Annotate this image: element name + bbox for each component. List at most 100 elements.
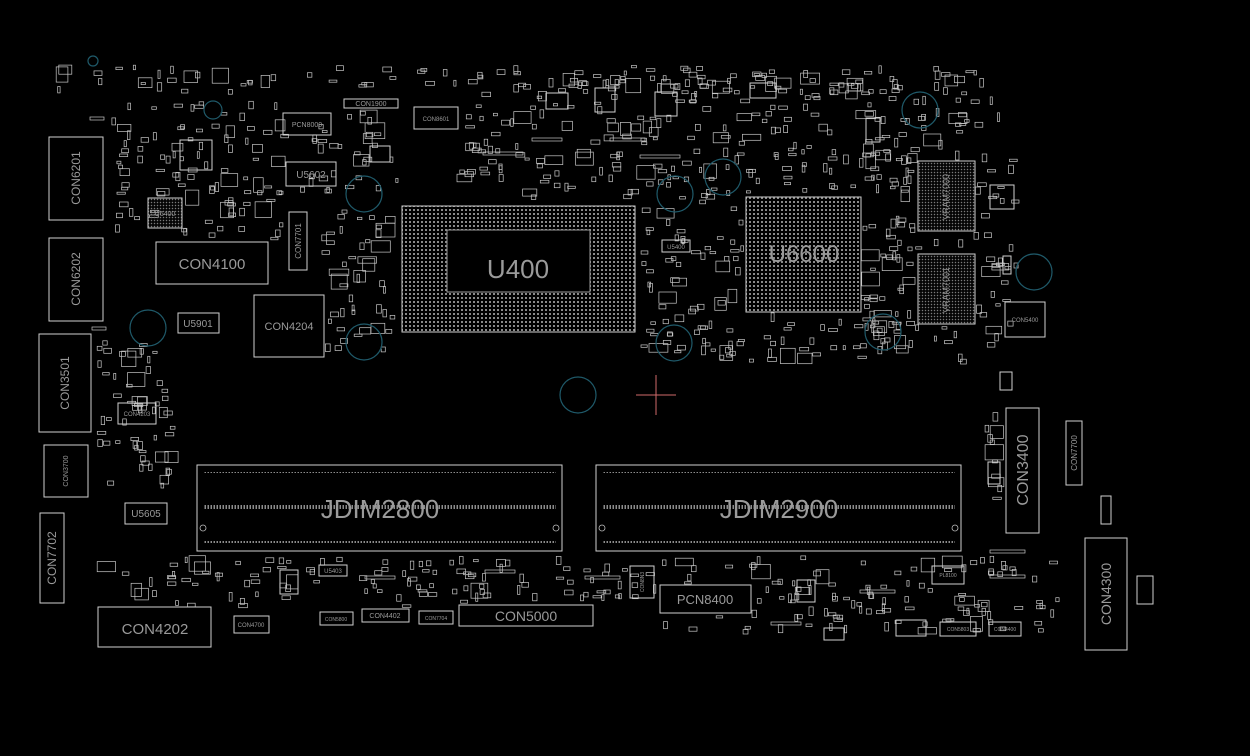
passive-component	[955, 122, 962, 127]
connector-con5400[interactable]: CON5400	[1004, 301, 1046, 338]
connector-con4100[interactable]: CON4100	[155, 241, 269, 285]
connector-con6202[interactable]: CON6202	[48, 237, 104, 322]
passive-component	[973, 232, 979, 240]
gpu-u6600[interactable]: U6600	[745, 196, 862, 313]
passive-component	[901, 189, 909, 193]
passive-component	[379, 280, 385, 288]
passive-component	[307, 72, 313, 78]
passive-component	[370, 322, 386, 334]
connector-con4700[interactable]: CON4700	[233, 615, 270, 634]
passive-component	[499, 563, 503, 573]
passive-component	[907, 310, 912, 319]
connector-con8601[interactable]: CON8601	[413, 106, 459, 130]
connector-con7702[interactable]: CON7702	[39, 512, 65, 604]
connector-pcn8400[interactable]: PCN8400	[659, 584, 752, 614]
connector-con7701[interactable]: CON7701	[288, 211, 308, 271]
passive-component	[401, 604, 412, 608]
connector-con6201[interactable]: CON6201	[48, 136, 104, 221]
passive-component	[339, 283, 349, 288]
ic-u5403[interactable]: U5403	[318, 564, 348, 577]
con6201-label: CON6201	[69, 151, 83, 205]
passive-component	[1050, 609, 1055, 618]
connector-con5803[interactable]: CON5803	[939, 621, 977, 637]
dimm-slot-jdim2900[interactable]: JDIM2900	[595, 464, 962, 552]
connector-con4402[interactable]: CON4402	[361, 608, 410, 623]
passive-component	[279, 222, 284, 228]
passive-component	[134, 587, 149, 601]
passive-component	[674, 234, 679, 242]
passive-component	[330, 311, 339, 318]
passive-component	[1001, 280, 1009, 285]
connector-con4400[interactable]: CON4400	[988, 621, 1022, 637]
passive-component	[869, 298, 878, 303]
passive-component	[555, 576, 565, 580]
connector-con8n3[interactable]: CON8N3	[629, 565, 655, 599]
passive-component	[868, 591, 874, 599]
passive-component	[632, 594, 639, 600]
passive-component	[794, 587, 811, 595]
passive-component	[286, 574, 299, 590]
passive-component	[530, 105, 536, 110]
passive-component	[558, 88, 566, 93]
passive-component	[977, 182, 987, 187]
passive-component	[513, 111, 532, 124]
connector-con4203[interactable]: CON4203	[117, 402, 157, 425]
passive-component	[360, 110, 366, 116]
passive-component	[986, 256, 996, 262]
passive-component	[863, 143, 874, 158]
connector-con1900[interactable]: CON1900	[343, 98, 399, 109]
passive-component	[442, 69, 448, 77]
passive-component	[674, 83, 681, 90]
connector-con3400[interactable]: CON3400	[1005, 407, 1040, 534]
connector-con5000[interactable]: CON5000	[458, 604, 594, 627]
passive-component	[702, 106, 712, 112]
connector-pcn8000[interactable]: PCN8000	[282, 112, 332, 136]
ic-u6400[interactable]: U6400	[147, 197, 183, 229]
passive-component	[775, 85, 782, 90]
con3400-label: CON3400	[1015, 434, 1032, 505]
connector-con4300[interactable]: CON4300	[1084, 537, 1128, 651]
connector-con7704[interactable]: CON7704	[418, 610, 454, 625]
connector-con5800[interactable]: CON5800	[319, 611, 354, 626]
ic-u5602[interactable]: U5602	[285, 161, 337, 187]
vram-7000[interactable]: VRAM7000	[917, 160, 976, 232]
passive-component	[934, 70, 941, 80]
passive-component	[871, 174, 875, 181]
passive-component	[733, 256, 739, 262]
passive-component	[119, 168, 130, 176]
dimm-slot-jdim2800[interactable]: JDIM2800	[196, 464, 563, 552]
passive-component	[129, 208, 134, 217]
ic-u5901[interactable]: U5901	[177, 312, 220, 334]
passive-component	[684, 79, 690, 87]
connector-con7700[interactable]: CON7700	[1065, 420, 1083, 486]
vram-7001[interactable]: VRAM7001	[917, 253, 976, 325]
passive-component	[963, 610, 970, 616]
passive-component	[416, 584, 421, 590]
passive-component	[783, 175, 793, 180]
ic-u5605[interactable]: U5605	[124, 502, 168, 525]
passive-component	[689, 305, 699, 312]
passive-component	[96, 561, 116, 573]
passive-component	[505, 559, 511, 567]
passive-component	[631, 65, 637, 69]
passive-component	[475, 104, 482, 108]
passive-component	[871, 320, 888, 334]
inductor-pl8100[interactable]: PL8100	[931, 565, 965, 585]
connector-con3700[interactable]: CON3700	[43, 444, 89, 498]
connector-con4202[interactable]: CON4202	[97, 606, 212, 648]
connector-con3501[interactable]: CON3501	[38, 333, 92, 433]
passive-component	[250, 579, 261, 584]
passive-component	[487, 145, 493, 154]
connector-con4204[interactable]: CON4204	[253, 294, 325, 358]
passive-component	[717, 300, 726, 306]
passive-component	[167, 575, 176, 580]
passive-component	[944, 74, 959, 87]
passive-component	[348, 256, 357, 260]
con7702-label: CON7702	[45, 531, 59, 585]
passive-component	[779, 596, 785, 600]
cpu-u400[interactable]: U400	[401, 205, 636, 333]
passive-component	[666, 219, 671, 226]
passive-component	[886, 254, 893, 260]
ic-u5400[interactable]: U5400	[661, 239, 691, 253]
